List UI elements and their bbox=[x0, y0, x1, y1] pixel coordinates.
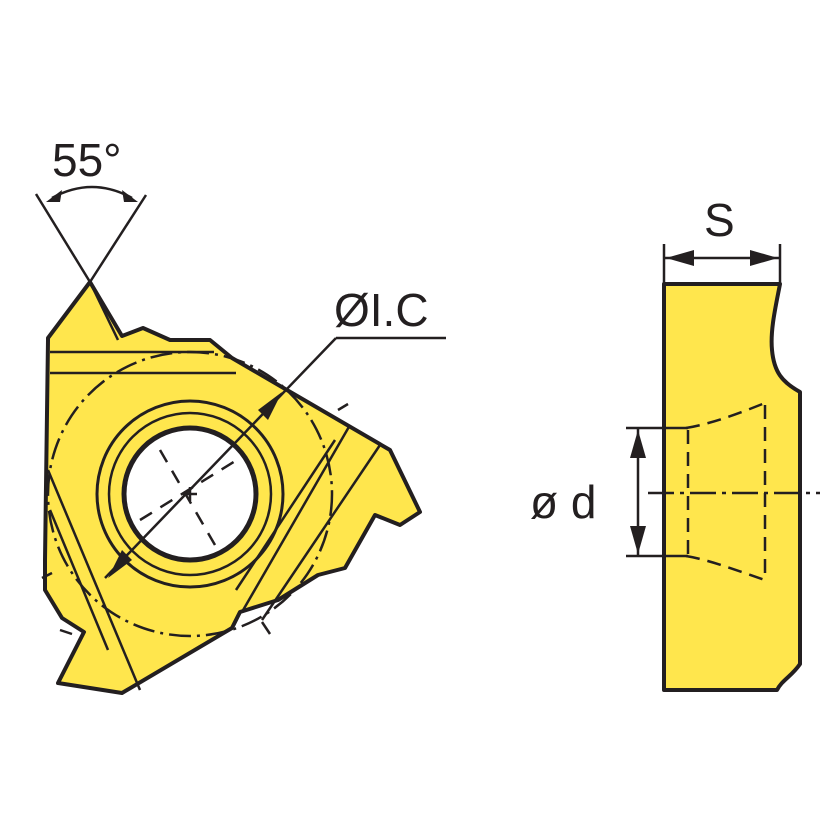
thickness-label: S bbox=[704, 194, 735, 246]
angle-label: 55° bbox=[52, 134, 122, 186]
ic-dimension bbox=[104, 336, 446, 579]
hole-profile-lines bbox=[685, 401, 767, 582]
angle-arrowheads bbox=[46, 190, 138, 202]
hole-diameter-label: ø d bbox=[530, 476, 596, 528]
insert-side-body bbox=[662, 282, 802, 692]
insert-side-view bbox=[626, 244, 820, 692]
counterbore-ring-outer bbox=[95, 399, 285, 589]
counterbore-ring-inner bbox=[107, 411, 273, 577]
ic-label: ØI.C bbox=[334, 284, 429, 336]
s-arrowheads bbox=[666, 250, 778, 266]
inscribed-circle bbox=[46, 350, 334, 638]
insert-front-view bbox=[34, 185, 446, 695]
d-arrowheads bbox=[630, 430, 646, 554]
insert-edge-lines bbox=[46, 281, 382, 691]
circle-tick-marks bbox=[41, 402, 349, 636]
ic-arrowheads bbox=[108, 392, 282, 578]
s-dimension bbox=[662, 244, 782, 284]
